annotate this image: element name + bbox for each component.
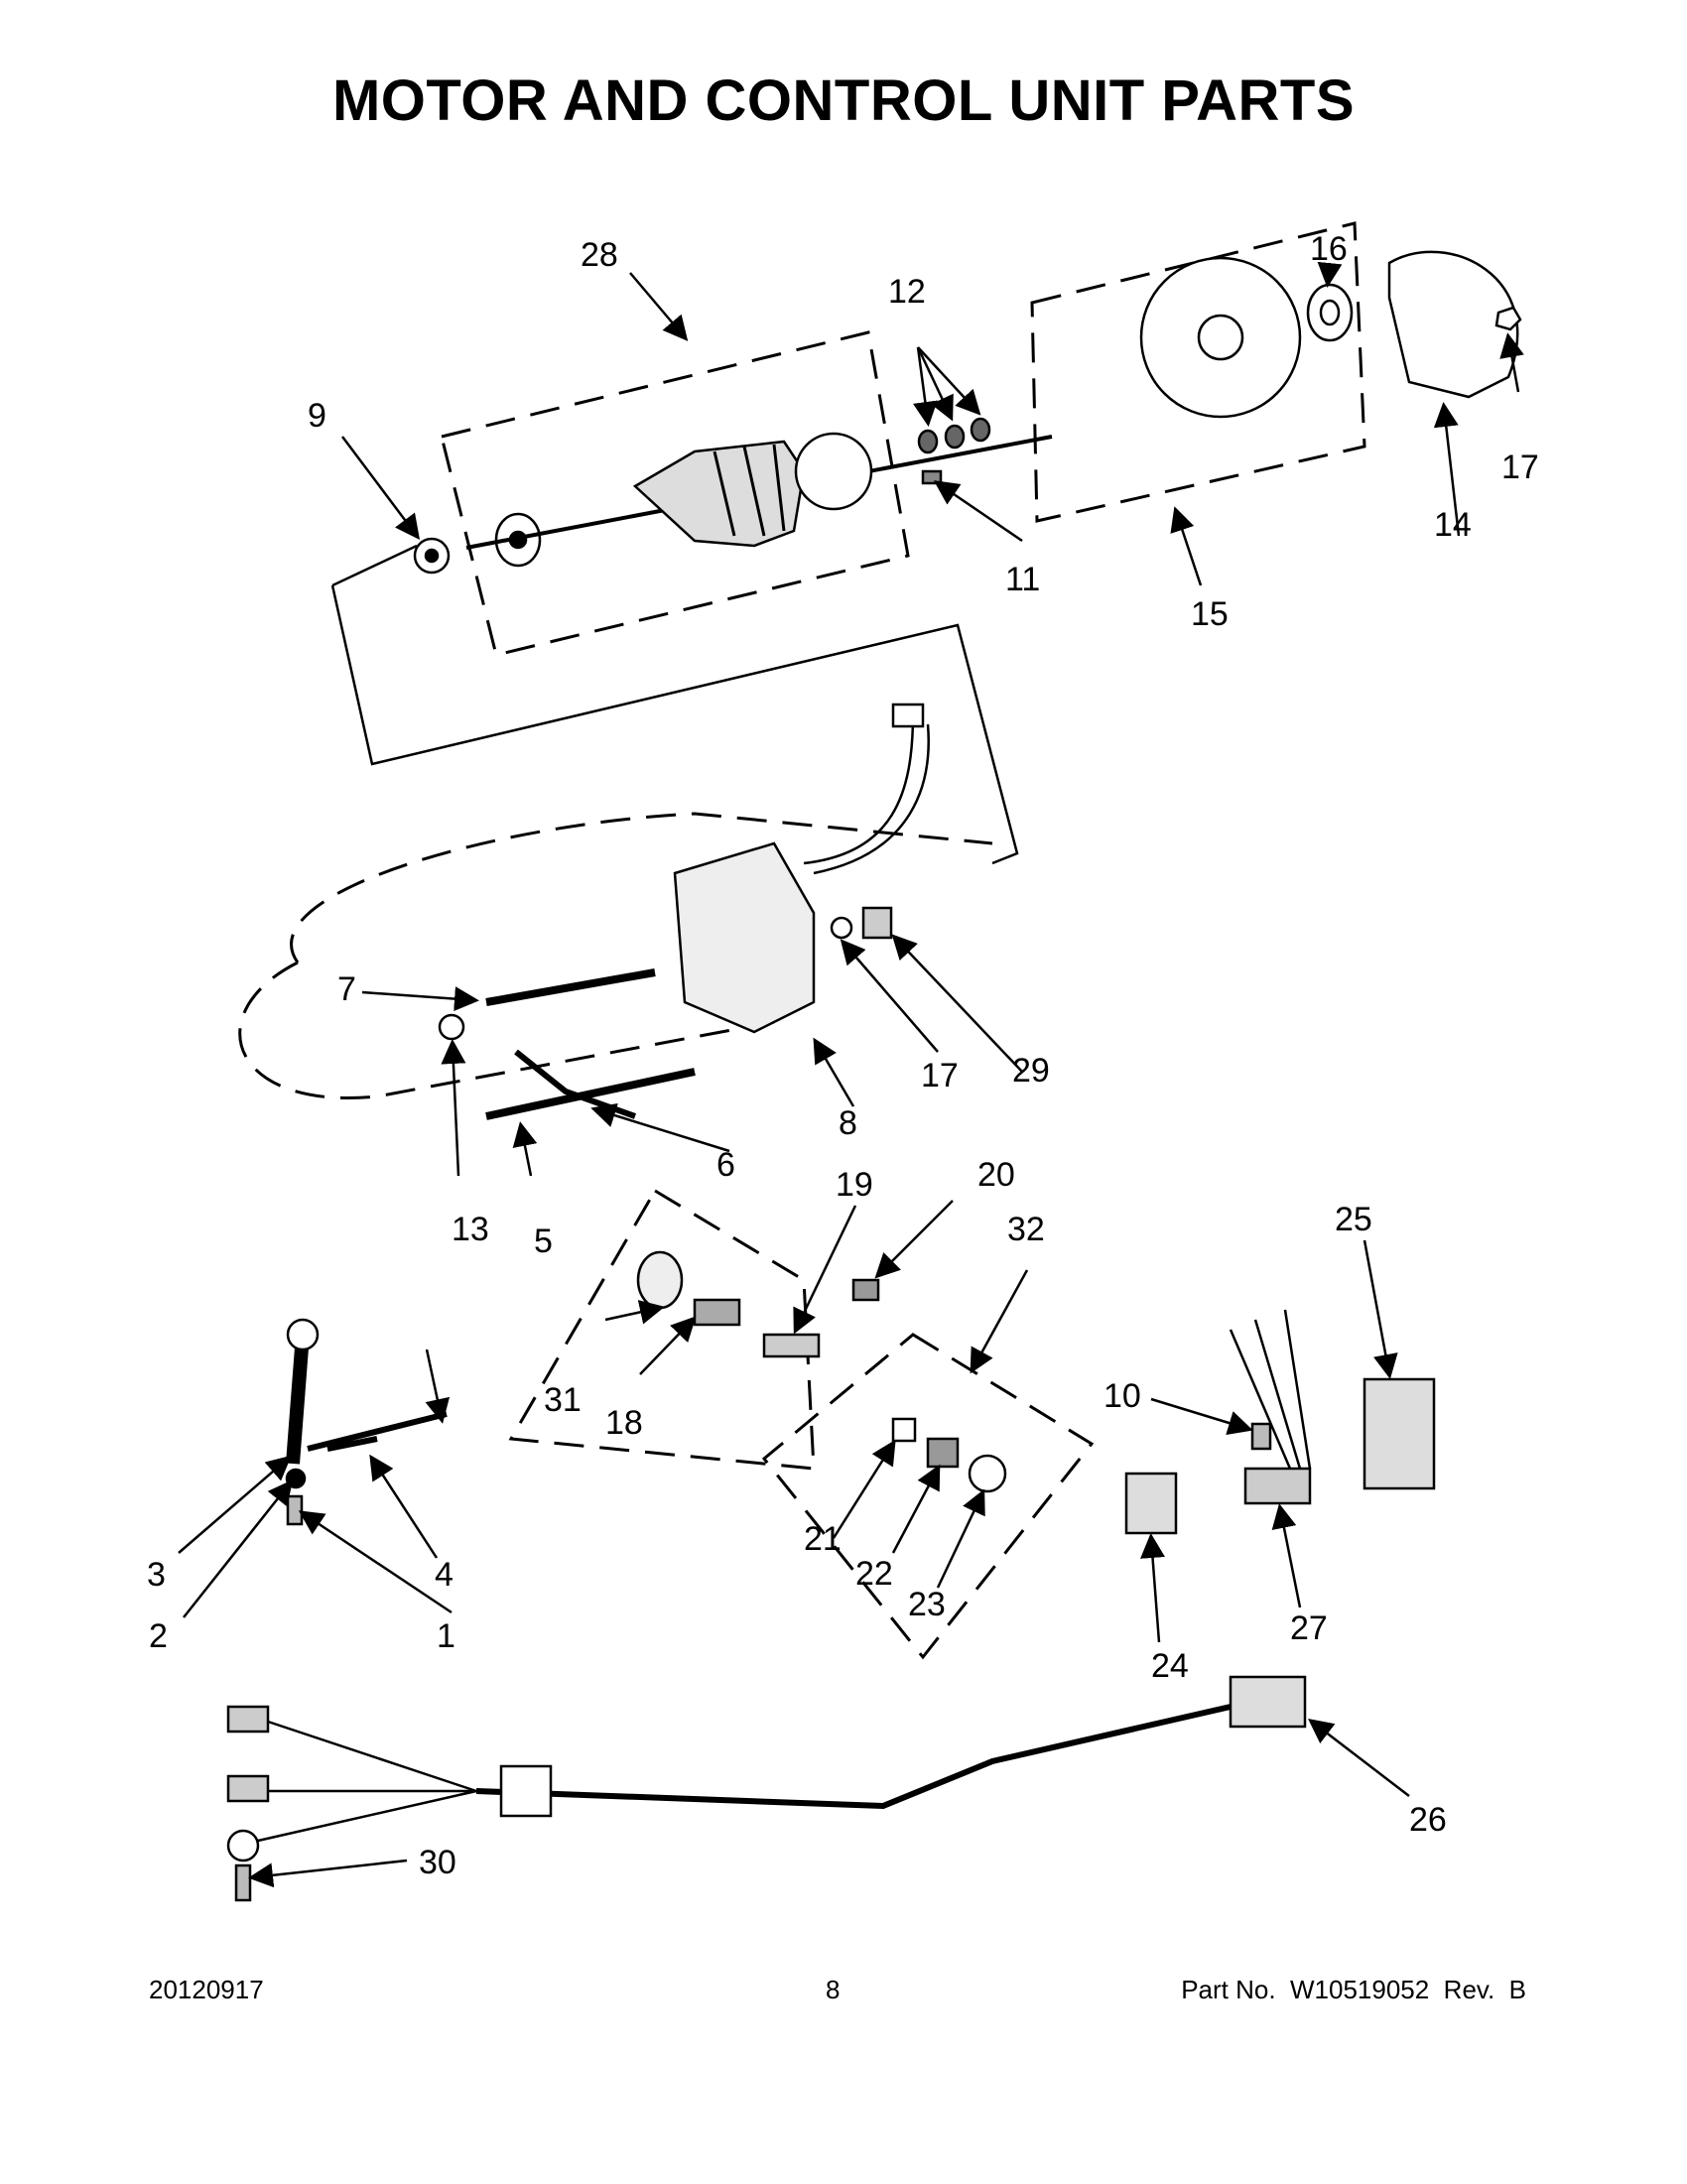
- control-plate-25: [1363, 1377, 1436, 1490]
- cord-leads: [257, 1720, 477, 1843]
- callout-24: 24: [1151, 1647, 1189, 1685]
- callout-4: 4: [435, 1556, 454, 1594]
- terminal-b: [226, 1774, 270, 1803]
- washer-12a: [917, 429, 939, 454]
- field-housing: [673, 841, 816, 1034]
- terminal-a: [226, 1705, 270, 1734]
- brush-19: [762, 1333, 821, 1358]
- callout-18: 18: [605, 1404, 643, 1442]
- callout-16: 16: [1310, 230, 1348, 268]
- speed-control-lever-3: [286, 1334, 310, 1465]
- washer-12c: [970, 417, 991, 443]
- terminal-top: [891, 703, 925, 728]
- screw-1: [286, 1494, 304, 1526]
- spring-22: [926, 1437, 960, 1469]
- coupling-29: [861, 906, 893, 940]
- plunger-21: [891, 1417, 917, 1443]
- spring-20: [851, 1278, 880, 1302]
- callout-7: 7: [337, 970, 356, 1008]
- callout-14: 14: [1434, 506, 1472, 544]
- spring-4: [307, 1411, 448, 1452]
- callout-5: 5: [534, 1222, 553, 1260]
- callout-8: 8: [839, 1104, 857, 1142]
- callout-13: 13: [452, 1211, 489, 1248]
- brush-holder-18: [693, 1298, 741, 1327]
- field-leads: [803, 713, 930, 875]
- callout-1: 1: [437, 1617, 455, 1655]
- armature-group-outline: [440, 330, 910, 657]
- callout-20: 20: [977, 1156, 1015, 1194]
- set-screw-11: [921, 469, 943, 485]
- callout-6: 6: [716, 1146, 735, 1184]
- callout-12: 12: [888, 273, 926, 311]
- callout-3: 3: [147, 1556, 166, 1594]
- footer-page-number: 8: [826, 1975, 841, 2004]
- callout-30: 30: [419, 1844, 456, 1881]
- strain-relief: [499, 1764, 553, 1818]
- callout-2: 2: [149, 1617, 168, 1655]
- nut-17-mid: [830, 916, 853, 940]
- callout-28: 28: [581, 236, 618, 274]
- callout-9: 9: [308, 397, 326, 435]
- motor-housing-outline: [238, 812, 993, 1099]
- brush-cap-31: [636, 1250, 684, 1310]
- callout-22: 22: [855, 1555, 893, 1593]
- nut-17-top: [1494, 306, 1522, 331]
- ground-ring: [226, 1829, 260, 1863]
- callout-32: 32: [1007, 1211, 1045, 1248]
- strap-5: [485, 1068, 696, 1120]
- ground-screw-30: [234, 1863, 252, 1902]
- callout-10: 10: [1103, 1377, 1141, 1415]
- brush-holder-group-outline: [508, 1188, 816, 1471]
- control-group-outline: [761, 1333, 1095, 1660]
- armature-fan: [794, 432, 873, 511]
- tie-rod-7: [485, 968, 656, 1006]
- armature-link-line: [330, 544, 1019, 865]
- callout-29: 29: [1012, 1052, 1050, 1090]
- callout-21: 21: [804, 1520, 842, 1558]
- end-bell-cover-14: [1387, 250, 1519, 399]
- callout-19: 19: [836, 1166, 873, 1204]
- control-board-27: [1243, 1467, 1312, 1505]
- plug-26: [1229, 1675, 1307, 1729]
- callout-11: 11: [1005, 561, 1040, 598]
- control-part-24: [1124, 1472, 1178, 1535]
- callout-26: 26: [1409, 1801, 1447, 1839]
- callout-17b: 17: [921, 1057, 959, 1094]
- page-title: MOTOR AND CONTROL UNIT PARTS: [331, 68, 1356, 133]
- screw-10: [1250, 1422, 1272, 1451]
- end-bell-group-outline: [1030, 221, 1366, 523]
- star-washer-13: [438, 1013, 465, 1041]
- power-cord-26: [475, 1704, 1232, 1810]
- callout-27: 27: [1290, 1609, 1328, 1647]
- footer-date: 20120917: [149, 1975, 264, 2004]
- callout-23: 23: [908, 1586, 946, 1623]
- screw-23: [968, 1454, 1007, 1493]
- washer-12b: [944, 424, 966, 450]
- callout-31: 31: [544, 1381, 582, 1419]
- footer-part-number: Part No. W10519052 Rev. B: [1181, 1975, 1526, 2004]
- callout-17a: 17: [1501, 449, 1539, 486]
- callout-25: 25: [1335, 1201, 1372, 1238]
- callout-15: 15: [1191, 595, 1229, 633]
